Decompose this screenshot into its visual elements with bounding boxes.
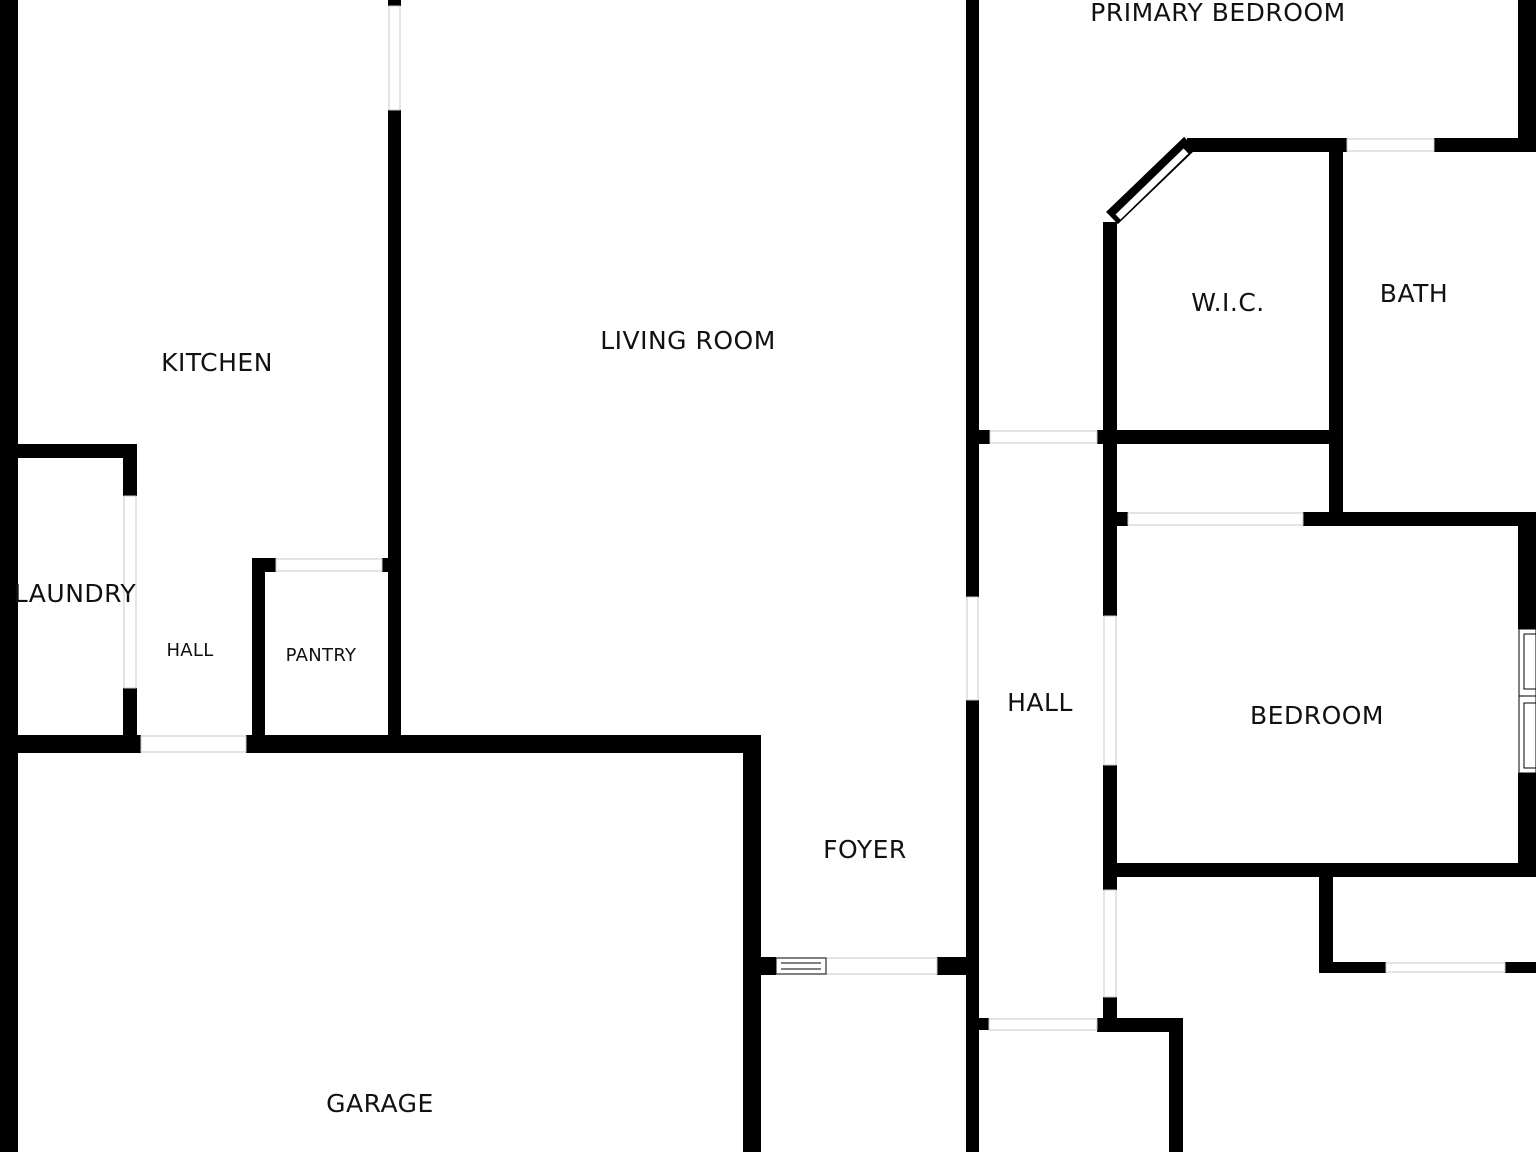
opening-kitchen-living bbox=[388, 5, 401, 111]
opening-closet bbox=[1127, 512, 1304, 526]
label-hall-small: HALL bbox=[166, 640, 213, 661]
wall-foyer-bottom-left bbox=[743, 957, 776, 975]
wall-closet2-bottom-left bbox=[1319, 962, 1386, 973]
label-wic: W.I.C. bbox=[1191, 288, 1265, 317]
diagonal-wall bbox=[1103, 136, 1196, 232]
wall-left-exterior bbox=[0, 0, 18, 1152]
opening-front-door bbox=[825, 957, 938, 975]
label-primary-bedroom: PRIMARY BEDROOM bbox=[1090, 0, 1345, 27]
wall-hall-right-upper bbox=[1103, 222, 1117, 616]
wall-closet2-left bbox=[1319, 863, 1333, 973]
label-bedroom: BEDROOM bbox=[1250, 701, 1384, 730]
wall-primary-bottom-left bbox=[979, 430, 990, 444]
wall-laundry-top bbox=[18, 444, 137, 458]
opening-laundry bbox=[123, 495, 137, 689]
wall-bedroom-right-upper bbox=[1518, 526, 1536, 629]
opening-garage-hall bbox=[140, 735, 247, 753]
foyer-window bbox=[775, 957, 827, 975]
label-laundry: LAUNDRY bbox=[14, 579, 137, 608]
opening-living-hall bbox=[966, 596, 979, 701]
wall-central-lower bbox=[966, 700, 979, 1152]
label-bath: BATH bbox=[1380, 279, 1448, 308]
wall-pantry-top-right bbox=[382, 558, 401, 572]
wall-hall-bottom-left bbox=[979, 1018, 989, 1030]
wall-pantry-left bbox=[252, 558, 265, 752]
wall-wic-bath-divider bbox=[1329, 138, 1343, 525]
wall-bath-top bbox=[1434, 138, 1536, 152]
wall-closet-bottom-right bbox=[1303, 512, 1536, 526]
wall-garage-top bbox=[246, 735, 761, 753]
wall-closet-bottom-left bbox=[1103, 512, 1128, 526]
openings bbox=[123, 5, 1506, 1031]
opening-hall-bottom bbox=[988, 1018, 1098, 1031]
wall-hall-right-lower bbox=[1103, 765, 1117, 890]
wall-wic-bottom bbox=[1097, 430, 1335, 444]
label-living-room: LIVING ROOM bbox=[600, 326, 776, 355]
wall-laundry-right-upper bbox=[123, 444, 137, 496]
opening-pantry bbox=[275, 558, 383, 572]
wall-hall-bottom-right bbox=[1097, 1018, 1183, 1032]
opening-bedroom bbox=[1103, 615, 1117, 766]
label-kitchen: KITCHEN bbox=[161, 348, 273, 377]
bedroom-windows bbox=[1518, 628, 1536, 774]
wall-right-exterior-top bbox=[1518, 0, 1536, 152]
wall-wic-top bbox=[1187, 138, 1347, 152]
opening-bath bbox=[1346, 138, 1435, 152]
wall-bedroom-right-lower bbox=[1518, 773, 1536, 863]
label-garage: GARAGE bbox=[326, 1089, 434, 1118]
wall-kitchen-living-cap bbox=[388, 0, 401, 6]
wall-kitchen-living bbox=[388, 110, 401, 752]
label-pantry: PANTRY bbox=[286, 645, 357, 666]
room-labels: PRIMARY BEDROOM KITCHEN LIVING ROOM W.I.… bbox=[14, 0, 1448, 1118]
wall-garage-right bbox=[743, 735, 761, 1152]
label-foyer: FOYER bbox=[823, 835, 907, 864]
opening-lower-room bbox=[1103, 889, 1117, 998]
wall-garage-top-left bbox=[0, 735, 141, 753]
label-hall: HALL bbox=[1007, 688, 1073, 717]
wall-bottom-right-vertical bbox=[1169, 1018, 1183, 1152]
opening-primary-hall bbox=[989, 430, 1098, 444]
wall-central-upper bbox=[966, 0, 979, 597]
wall-laundry-right-lower bbox=[123, 688, 137, 750]
opening-closet2 bbox=[1385, 962, 1506, 973]
wall-closet2-bottom-right bbox=[1505, 962, 1536, 973]
